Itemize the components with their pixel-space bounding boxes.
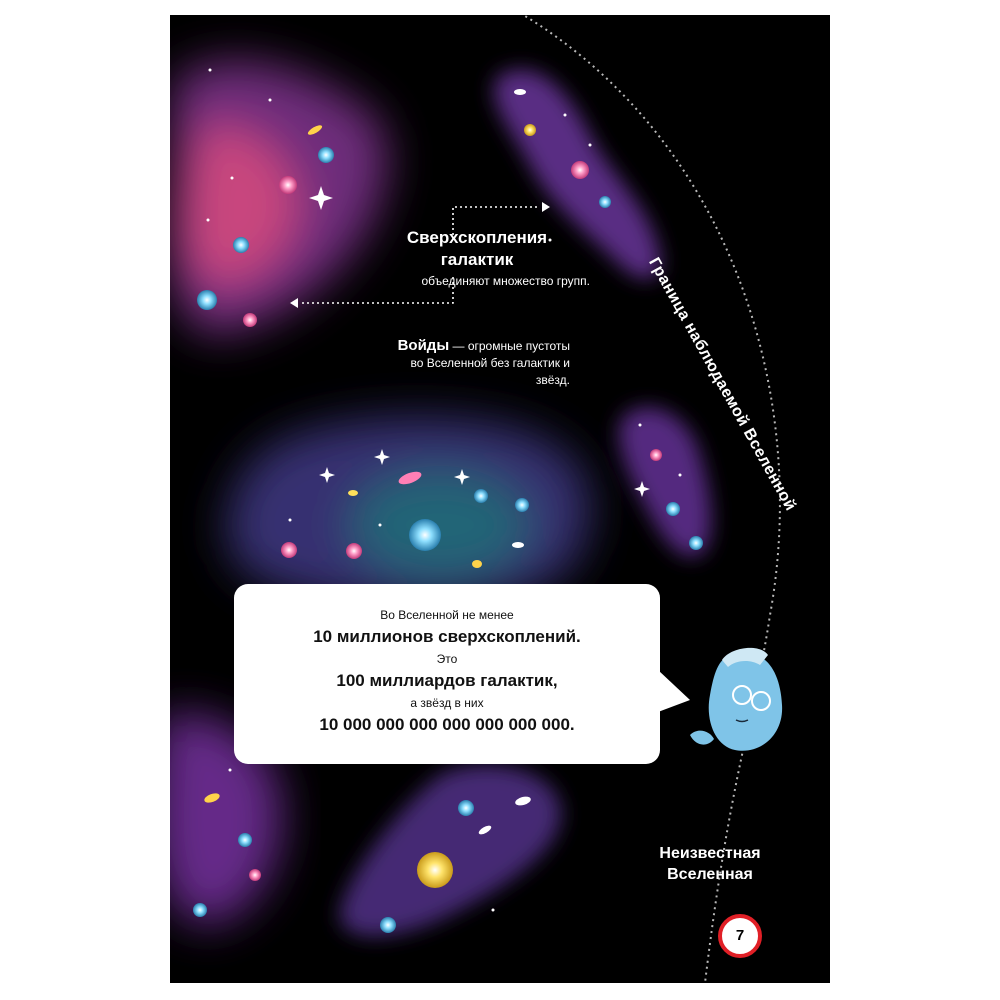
supercluster-middle [226, 416, 590, 607]
supercluster-top-left [170, 60, 388, 336]
supercluster-bottom [339, 765, 562, 937]
mascot-character-icon [690, 647, 783, 751]
dotted-arrow-icon [300, 206, 540, 304]
arrow-head-right-icon [542, 202, 550, 212]
fact-speech-bubble: Во Вселенной не менее 10 миллионов сверх… [234, 584, 660, 764]
voids-caption: Войды — огромные пустоты во Вселенной бе… [385, 337, 570, 389]
page-number: 7 [718, 914, 762, 958]
arrow-head-left-icon [290, 298, 298, 308]
supercluster-subtitle: объединяют множество групп. [421, 274, 590, 288]
fact-line-2: 10 миллионов сверхскоплений. [313, 627, 581, 646]
supercluster-right [618, 407, 712, 557]
voids-term: Войды [397, 337, 450, 354]
book-page: Сверхскопления галактик объединяют множе… [170, 15, 830, 983]
supercluster-title: Сверхскопления галактик [406, 228, 548, 269]
fact-line-5: а звёзд в них [410, 696, 484, 710]
observable-universe-boundary [521, 15, 781, 983]
fact-line-6: 10 000 000 000 000 000 000 000. [319, 715, 575, 734]
galaxy-illustration [170, 15, 783, 983]
unknown-universe-label: Неизвестная Вселенная [659, 845, 761, 883]
voids-description: — огромные пустоты во Вселенной без гала… [410, 339, 571, 387]
fact-line-4: 100 миллиардов галактик, [336, 671, 558, 690]
elliptical-galaxy-icon [204, 89, 531, 835]
speech-bubble-tail [658, 670, 690, 712]
fact-line-1: Во Вселенной не менее [380, 608, 514, 622]
spiral-galaxy-icon [193, 124, 703, 933]
fact-line-3: Это [436, 652, 458, 666]
